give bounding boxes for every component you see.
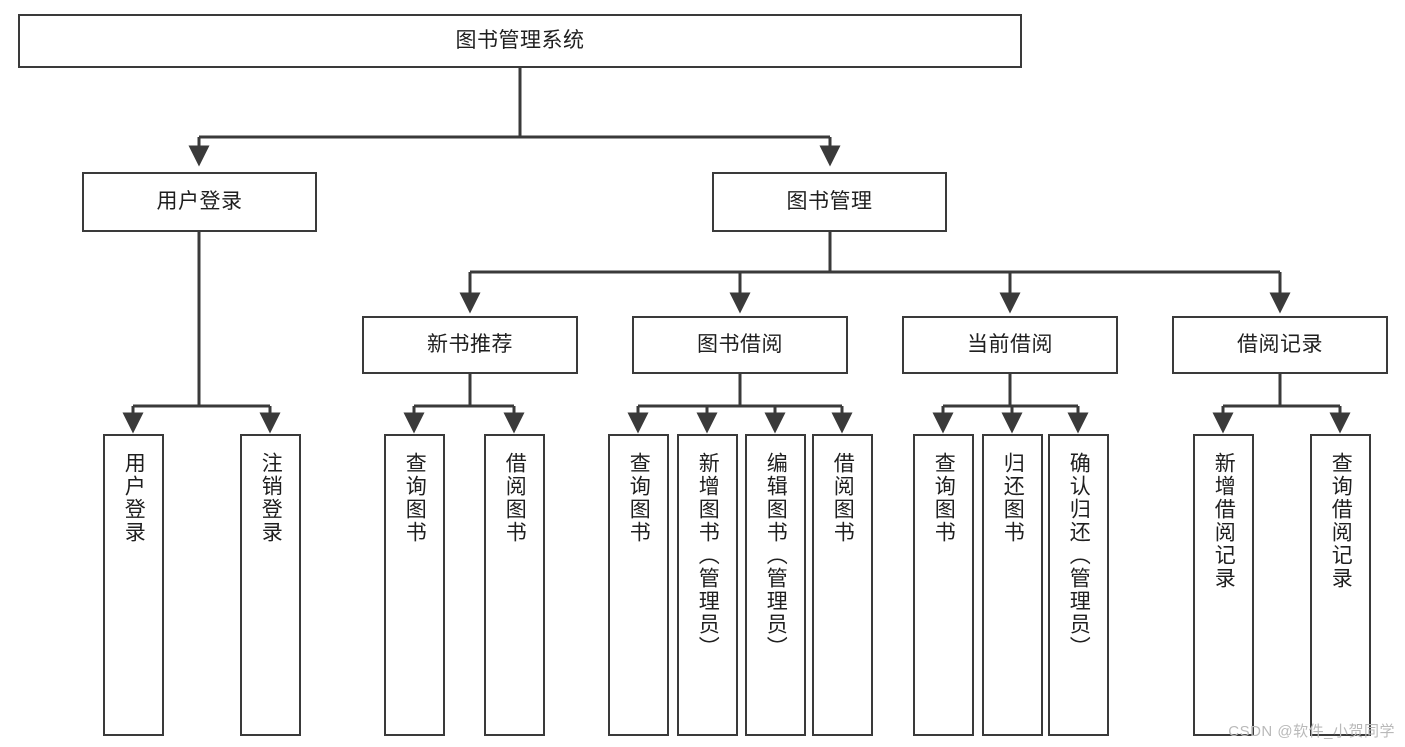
node-current-borrow[interactable]: 当前借阅 — [902, 316, 1118, 374]
leaf-current-return-book[interactable]: 归还图书 — [982, 434, 1043, 736]
leaf-records-add-record[interactable]: 新增借阅记录 — [1193, 434, 1254, 736]
node-label: 用户登录 — [122, 452, 146, 544]
node-label: 借阅图书 — [503, 452, 527, 544]
node-label: 新增图书（管理员） — [696, 452, 720, 659]
node-root-system[interactable]: 图书管理系统 — [18, 14, 1022, 68]
leaf-current-query-book[interactable]: 查询图书 — [913, 434, 974, 736]
leaf-recommend-query-book[interactable]: 查询图书 — [384, 434, 445, 736]
leaf-user-login-signout[interactable]: 注销登录 — [240, 434, 301, 736]
node-label: 用户登录 — [156, 189, 243, 213]
leaf-borrow-query-book[interactable]: 查询图书 — [608, 434, 669, 736]
node-user-login[interactable]: 用户登录 — [82, 172, 317, 232]
node-label: 查询图书 — [932, 452, 956, 544]
node-label: 编辑图书（管理员） — [764, 452, 788, 659]
node-label: 注销登录 — [259, 452, 283, 544]
node-new-book-recommend[interactable]: 新书推荐 — [362, 316, 578, 374]
leaf-borrow-edit-book-admin[interactable]: 编辑图书（管理员） — [745, 434, 806, 736]
node-book-management[interactable]: 图书管理 — [712, 172, 947, 232]
node-label: 图书管理 — [786, 189, 873, 213]
node-label: 查询图书 — [627, 452, 651, 544]
node-borrow-records[interactable]: 借阅记录 — [1172, 316, 1388, 374]
leaf-records-query-record[interactable]: 查询借阅记录 — [1310, 434, 1371, 736]
leaf-recommend-borrow-book[interactable]: 借阅图书 — [484, 434, 545, 736]
leaf-user-login-signin[interactable]: 用户登录 — [103, 434, 164, 736]
node-label: 图书借阅 — [697, 332, 783, 356]
node-label: 查询借阅记录 — [1329, 452, 1353, 590]
node-book-borrow[interactable]: 图书借阅 — [632, 316, 848, 374]
node-label: 查询图书 — [403, 452, 427, 544]
node-label: 归还图书 — [1001, 452, 1025, 544]
node-label: 确认归还（管理员） — [1067, 452, 1091, 659]
leaf-borrow-add-book-admin[interactable]: 新增图书（管理员） — [677, 434, 738, 736]
node-label: 新增借阅记录 — [1212, 452, 1236, 590]
leaf-current-confirm-return-admin[interactable]: 确认归还（管理员） — [1048, 434, 1109, 736]
node-label: 图书管理系统 — [455, 28, 585, 52]
node-label: 新书推荐 — [427, 332, 513, 356]
csdn-watermark: CSDN @软件_小贺同学 — [1228, 723, 1395, 740]
node-label: 当前借阅 — [967, 332, 1053, 356]
node-label: 借阅图书 — [831, 452, 855, 544]
leaf-borrow-borrow-book[interactable]: 借阅图书 — [812, 434, 873, 736]
node-label: 借阅记录 — [1237, 332, 1323, 356]
